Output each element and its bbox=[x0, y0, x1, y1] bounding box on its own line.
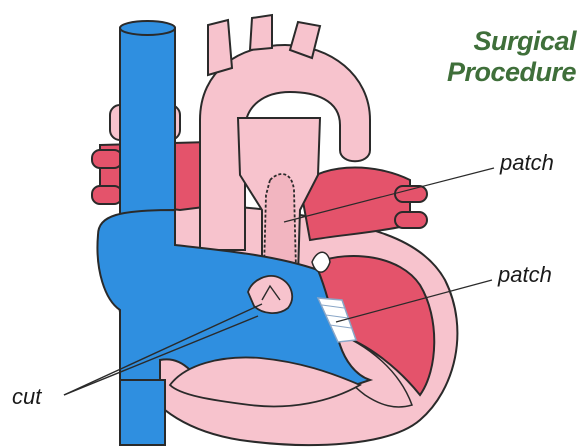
title-line-2: Procedure bbox=[447, 57, 576, 88]
superior-vena-cava bbox=[120, 22, 175, 240]
aortic-branch-2 bbox=[250, 15, 272, 50]
title-line-1: Surgical bbox=[447, 26, 576, 57]
patch-upper bbox=[264, 174, 296, 270]
pulmonary-branch-1 bbox=[92, 150, 122, 168]
pulmonary-branch-3 bbox=[395, 186, 427, 202]
pulmonary-branch-2 bbox=[92, 186, 122, 204]
vena-cava-opening bbox=[120, 21, 175, 35]
page-title: Surgical Procedure bbox=[447, 26, 576, 88]
label-patch-lower: patch bbox=[498, 262, 552, 288]
aortic-branch-1 bbox=[208, 20, 232, 75]
inferior-vena-cava bbox=[120, 380, 165, 445]
label-patch-upper: patch bbox=[500, 150, 554, 176]
pulmonary-branch-4 bbox=[395, 212, 427, 228]
label-cut: cut bbox=[12, 384, 41, 410]
